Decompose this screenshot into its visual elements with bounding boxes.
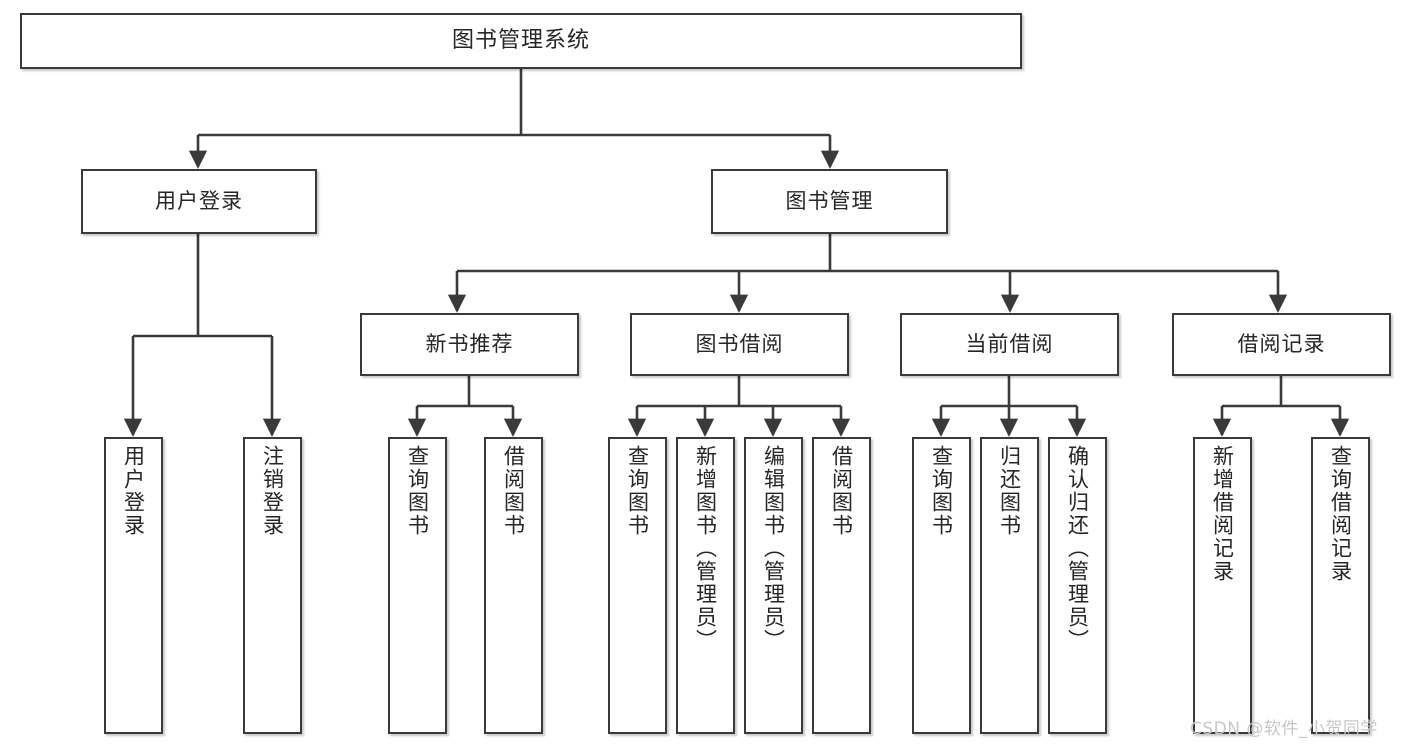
node-root-system[interactable]: 图书管理系统 xyxy=(20,13,1022,69)
node-book-borrow[interactable]: 图书借阅 xyxy=(630,313,849,376)
node-label: 借阅记录 xyxy=(1237,332,1326,357)
node-label: 新增借阅记录 xyxy=(1210,445,1235,583)
node-label: 用户登录 xyxy=(155,189,243,214)
node-label: 新增图书（管理员） xyxy=(693,445,718,652)
node-book-management[interactable]: 图书管理 xyxy=(711,169,948,234)
node-label: 当前借阅 xyxy=(965,332,1054,357)
node-label: 注销登录 xyxy=(260,445,285,537)
node-label: 查询图书 xyxy=(625,445,650,537)
leaf-bookborrow-query-book[interactable]: 查询图书 xyxy=(608,437,667,734)
node-label: 查询借阅记录 xyxy=(1328,445,1353,583)
leaf-newbook-borrow-book[interactable]: 借阅图书 xyxy=(484,437,543,734)
node-user-login[interactable]: 用户登录 xyxy=(81,169,317,234)
leaf-logout[interactable]: 注销登录 xyxy=(243,437,302,734)
node-current-borrow[interactable]: 当前借阅 xyxy=(900,313,1119,376)
node-label: 借阅图书 xyxy=(501,445,526,537)
leaf-currentborrow-confirm-return-admin[interactable]: 确认归还（管理员） xyxy=(1048,437,1107,734)
node-label: 确认归还（管理员） xyxy=(1065,445,1090,652)
node-label: 新书推荐 xyxy=(425,332,514,357)
node-label: 用户登录 xyxy=(121,445,146,537)
leaf-bookborrow-add-book-admin[interactable]: 新增图书（管理员） xyxy=(676,437,735,734)
node-label: 图书管理 xyxy=(785,189,874,214)
node-label: 借阅图书 xyxy=(829,445,854,537)
node-label: 查询图书 xyxy=(405,445,430,537)
leaf-currentborrow-query-book[interactable]: 查询图书 xyxy=(912,437,971,734)
leaf-newbook-query-book[interactable]: 查询图书 xyxy=(388,437,447,734)
node-label: 查询图书 xyxy=(929,445,954,537)
node-label: 图书借阅 xyxy=(695,332,784,357)
node-label: 图书管理系统 xyxy=(451,28,590,54)
leaf-borrowrecord-query-record[interactable]: 查询借阅记录 xyxy=(1311,437,1370,734)
leaf-bookborrow-borrow-book[interactable]: 借阅图书 xyxy=(812,437,871,734)
leaf-currentborrow-return-book[interactable]: 归还图书 xyxy=(980,437,1039,734)
csdn-watermark: CSDN @软件_小贺同学 xyxy=(1190,719,1378,739)
leaf-borrowrecord-add-record[interactable]: 新增借阅记录 xyxy=(1193,437,1252,734)
leaf-bookborrow-edit-book-admin[interactable]: 编辑图书（管理员） xyxy=(744,437,803,734)
leaf-user-login[interactable]: 用户登录 xyxy=(104,437,163,734)
node-label: 归还图书 xyxy=(997,445,1022,537)
node-new-book-recommend[interactable]: 新书推荐 xyxy=(360,313,579,376)
node-borrow-record[interactable]: 借阅记录 xyxy=(1172,313,1391,376)
node-label: 编辑图书（管理员） xyxy=(761,445,786,652)
